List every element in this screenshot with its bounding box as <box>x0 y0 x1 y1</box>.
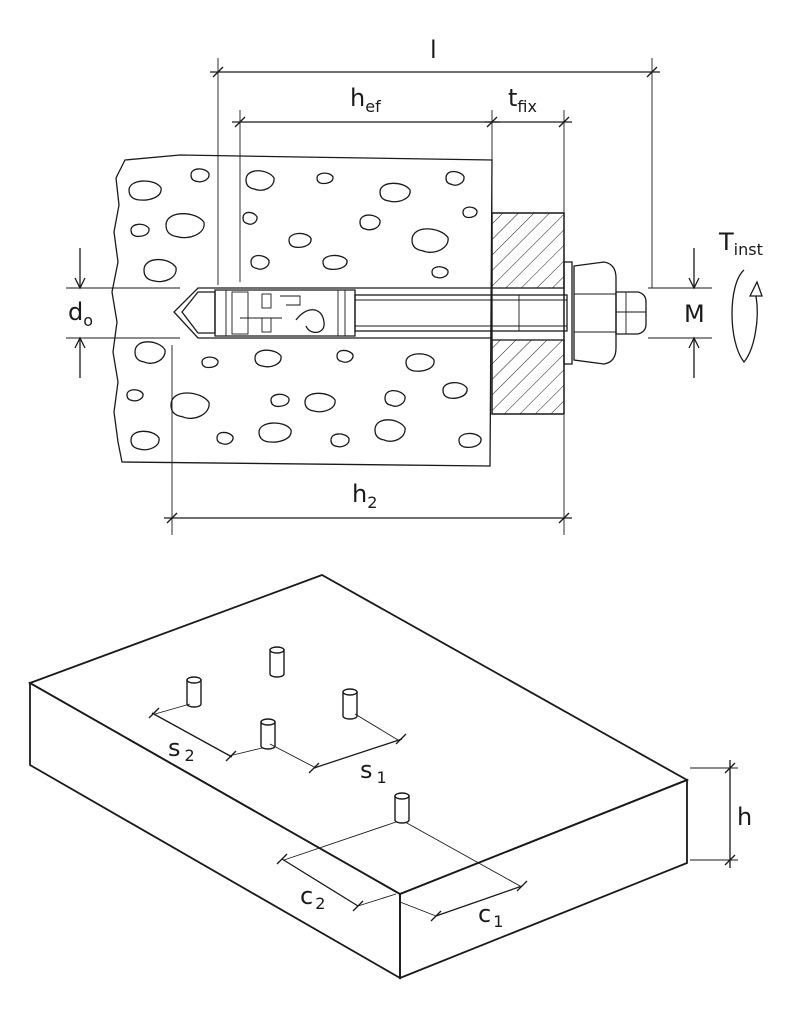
aggregate-stone <box>143 258 177 283</box>
dimension-h2: h2 <box>164 480 572 524</box>
aggregate-stone <box>165 213 205 239</box>
aggregate-stone <box>134 341 166 364</box>
drill-hole <box>173 287 492 339</box>
dimension-hef-label: hef <box>350 84 381 116</box>
anchor-pin-icon <box>342 688 358 720</box>
torque-tinst-label: Tinst <box>718 228 763 259</box>
aggregate-stone <box>330 433 350 448</box>
anchor-pin-icon <box>394 792 410 824</box>
aggregate-stone <box>304 392 336 413</box>
spacing-dimensions <box>148 703 738 922</box>
fixture-plate <box>491 212 565 415</box>
aggregate-stone <box>462 206 478 219</box>
aggregate-stone <box>442 382 468 399</box>
aggregate-stone <box>270 393 290 408</box>
dimension-do-label: do <box>68 298 93 330</box>
aggregate-stone <box>379 182 411 203</box>
dimension-do: do <box>68 248 93 378</box>
slab-top-face <box>27 574 690 895</box>
aggregate-stone <box>250 254 270 270</box>
dimension-l: l <box>210 36 660 78</box>
anchor-cross-section: l hef tfix h2 do <box>66 36 763 535</box>
dimension-tfix: tfix <box>485 84 572 128</box>
dimension-h2-label: h2 <box>352 480 377 512</box>
thickness-h-label: h <box>737 803 752 831</box>
torque-arrow-icon <box>731 269 763 364</box>
aggregate-stone <box>216 431 234 445</box>
aggregate-stone <box>431 266 449 279</box>
aggregate-stone <box>458 432 482 448</box>
aggregate-stone <box>288 232 312 248</box>
aggregate-stone <box>405 353 435 372</box>
concrete-aggregate <box>126 168 482 451</box>
aggregate-stone <box>336 349 354 363</box>
slab-front-face <box>29 681 401 980</box>
dimension-m: M <box>684 248 705 378</box>
aggregate-stone <box>242 211 258 225</box>
aggregate-stone <box>254 349 282 368</box>
aggregate-stone <box>445 170 465 186</box>
extension-lines <box>66 58 712 535</box>
aggregate-stone <box>316 172 334 185</box>
anchor-bolt <box>181 261 647 365</box>
aggregate-stone <box>126 389 144 402</box>
dimension-l-label: l <box>430 36 437 64</box>
aggregate-stone <box>374 419 406 442</box>
anchor-pin-icon <box>186 676 202 708</box>
anchor-pins <box>186 646 410 824</box>
dimension-hef: hef <box>232 84 500 128</box>
dimension-tfix-label: tfix <box>508 84 537 116</box>
aggregate-stone <box>359 214 381 231</box>
anchor-pin-icon <box>269 646 285 678</box>
aggregate-stone <box>411 228 449 253</box>
aggregate-stone <box>322 254 348 270</box>
aggregate-stone <box>130 430 160 451</box>
aggregate-stone <box>258 422 292 443</box>
aggregate-stone <box>190 168 210 183</box>
aggregate-stone <box>170 392 210 419</box>
concrete-block <box>111 154 493 467</box>
slab-right-face <box>399 778 688 980</box>
dimension-m-label: M <box>684 300 705 328</box>
anchor-pin-icon <box>260 718 276 750</box>
aggregate-stone <box>130 223 150 238</box>
aggregate-stone <box>201 356 219 369</box>
aggregate-stone <box>384 389 406 407</box>
aggregate-stone <box>245 170 275 191</box>
aggregate-stone <box>128 180 162 201</box>
